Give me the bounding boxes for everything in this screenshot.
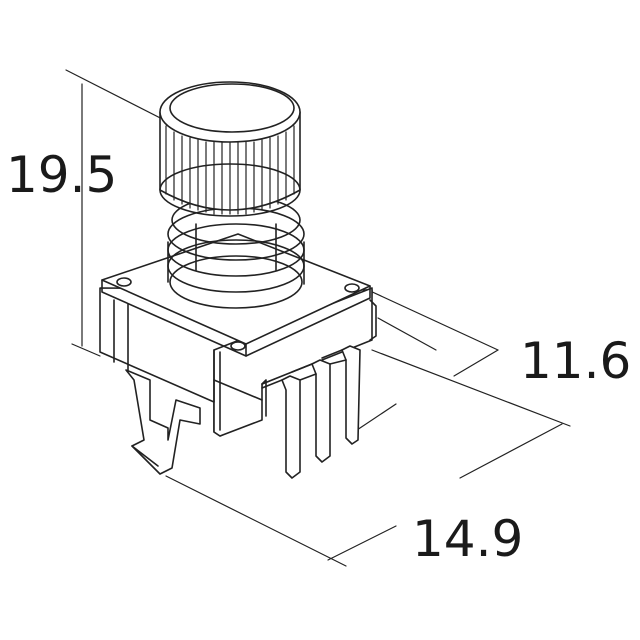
terminal-pin [341,345,361,445]
dimension-depth: 11.6 [353,289,631,433]
bracket-leg [125,369,201,475]
terminal-pin [311,359,331,463]
mount-hole-icon [116,277,132,287]
knurled-knob [159,81,301,217]
dimension-label-depth: 11.6 [520,332,631,390]
terminal-pin [281,375,301,479]
dimension-width: 14.9 [165,349,571,568]
dimension-label-height: 19.5 [6,146,117,204]
mount-hole-icon [230,341,246,351]
dimension-label-width: 14.9 [412,510,523,568]
terminal-pins [261,345,361,479]
dimension-height: 19.5 [6,69,181,357]
mount-hole-icon [344,283,360,293]
